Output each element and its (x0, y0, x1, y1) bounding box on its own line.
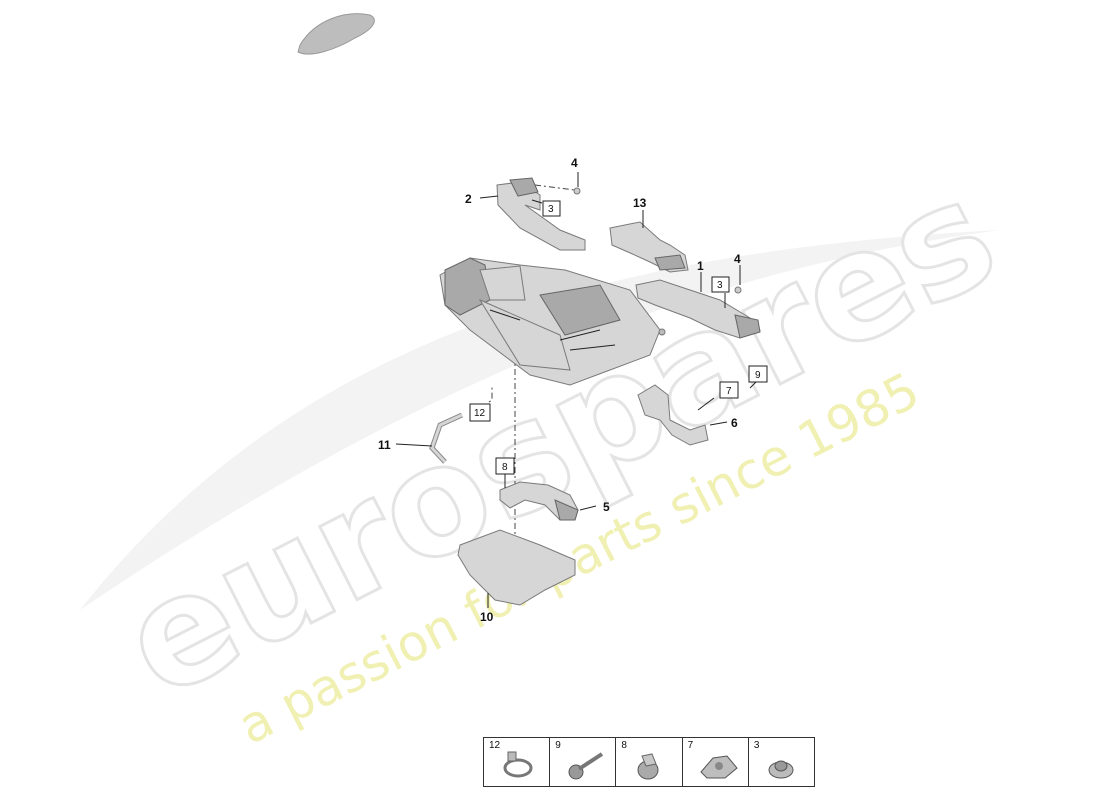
callout-2: 2 (465, 192, 472, 206)
air-duct-6 (637, 384, 709, 446)
drain-pipe-11 (429, 412, 464, 464)
callout-4a: 4 (571, 156, 578, 170)
washer-nut-icon (768, 760, 794, 779)
box-9: 9 (748, 365, 768, 383)
box-12: 12 (469, 403, 491, 422)
leader-lines (395, 172, 759, 608)
callout-1: 1 (697, 259, 704, 273)
svg-text:9: 9 (755, 370, 761, 381)
svg-text:7: 7 (726, 386, 732, 397)
legend-number: 9 (555, 740, 561, 751)
box-7: 7 (719, 381, 739, 399)
svg-text:12: 12 (474, 408, 486, 419)
screw-4a (573, 187, 581, 195)
vent-part-13 (609, 221, 689, 273)
cover-panel-10 (457, 529, 576, 606)
legend-item-7: 7 (683, 738, 749, 786)
screw-icon (568, 752, 604, 780)
box-3a: 3 (542, 200, 561, 217)
hvac-unit (439, 257, 666, 386)
svg-text:8: 8 (502, 462, 508, 473)
legend-number: 3 (753, 740, 760, 751)
callout-4b: 4 (734, 252, 741, 266)
air-duct-2 (496, 177, 586, 251)
callout-5: 5 (603, 500, 610, 514)
screw-4b (734, 286, 742, 294)
legend-item-12: 12 (484, 738, 551, 786)
callout-6: 6 (731, 416, 738, 430)
air-duct-1 (635, 279, 761, 339)
expanding-rivet-icon (637, 753, 659, 780)
clip-nut-icon (699, 755, 738, 779)
air-duct-5 (499, 481, 579, 521)
car-thumbnail-icon (297, 13, 375, 55)
legend-number: 12 (489, 740, 501, 751)
svg-text:3: 3 (548, 204, 554, 215)
mounting-line-duct2 (534, 184, 576, 191)
callout-10: 10 (480, 610, 494, 624)
hose-clamp-icon (503, 751, 533, 778)
fastener-legend: 12 9 8 7 3 (483, 737, 815, 787)
legend-item-9: 9 (550, 738, 617, 786)
legend-number: 8 (621, 740, 627, 751)
legend-number: 7 (687, 740, 694, 751)
legend-item-3: 3 (749, 738, 814, 786)
svg-text:3: 3 (717, 280, 723, 291)
callout-11: 11 (378, 438, 391, 452)
callout-13: 13 (633, 196, 647, 210)
box-3b: 3 (711, 276, 730, 293)
legend-item-8: 8 (616, 738, 683, 786)
box-8: 8 (495, 457, 515, 475)
